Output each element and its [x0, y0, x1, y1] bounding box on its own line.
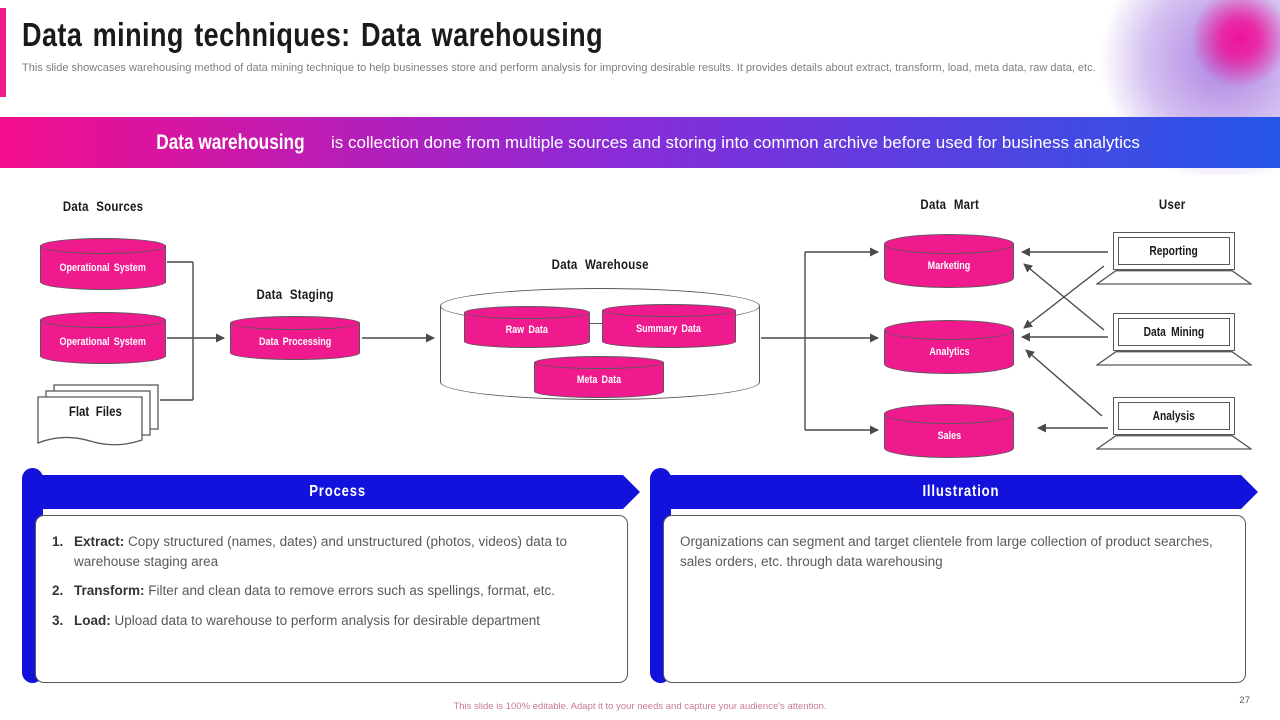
- connector-analysis-analytics: [1025, 349, 1103, 417]
- illustration-text: Organizations can segment and target cli…: [680, 534, 1213, 569]
- heading-data-warehouse: Data Warehouse: [551, 256, 649, 272]
- page-subtitle: This slide showcases warehousing method …: [22, 62, 1096, 74]
- item-lead: Extract:: [74, 534, 125, 549]
- title-accent-bar: [0, 8, 6, 97]
- illustration-header: Illustration: [663, 475, 1258, 509]
- page-title: Data mining techniques: Data warehousing: [22, 16, 604, 53]
- cylinder-data-processing: Data Processing: [230, 316, 360, 360]
- item-text: Filter and clean data to remove errors s…: [148, 583, 555, 599]
- laptop-screen: Data Mining: [1113, 313, 1235, 351]
- cylinder-summary-data: Summary Data: [602, 304, 736, 348]
- footer-note: This slide is 100% editable. Adapt it to…: [453, 701, 827, 712]
- item-lead: Transform:: [74, 583, 145, 599]
- cylinder-raw-data: Raw Data: [464, 306, 590, 348]
- laptop-base: [1096, 270, 1252, 285]
- item-text: Copy structured (names, dates) and unstr…: [74, 534, 568, 569]
- flat-files-label: Flat Files: [68, 403, 122, 419]
- process-item-2: 2. Transform: Filter and clean data to r…: [52, 581, 613, 601]
- heading-data-sources: Data Sources: [62, 198, 144, 214]
- laptop-reporting: Reporting: [1096, 232, 1252, 285]
- cylinder-meta-data: Meta Data: [534, 356, 664, 398]
- heading-data-staging: Data Staging: [256, 286, 334, 302]
- banner-keyword: Data warehousing: [156, 130, 305, 154]
- connector-datamining-marketing: [1023, 263, 1105, 331]
- process-body: 1. Extract: Copy structured (names, date…: [35, 515, 628, 683]
- cylinder-marketing: Marketing: [884, 234, 1014, 288]
- item-lead: Load:: [74, 612, 111, 628]
- cylinder-analytics: Analytics: [884, 320, 1014, 374]
- illustration-panel: Illustration Organizations can segment a…: [650, 465, 1258, 683]
- cylinder-operational-system-2: Operational System: [40, 312, 166, 364]
- process-panel: Process 1. Extract: Copy structured (nam…: [22, 465, 640, 683]
- definition-banner: Data warehousing is collection done from…: [0, 117, 1280, 168]
- banner-definition-text: is collection done from multiple sources…: [331, 132, 1140, 152]
- laptop-data-mining-label: Data Mining: [1118, 318, 1230, 346]
- laptop-reporting-label: Reporting: [1118, 237, 1230, 265]
- laptop-analysis: Analysis: [1096, 397, 1252, 450]
- item-text: Upload data to warehouse to perform anal…: [114, 612, 541, 628]
- laptop-screen: Analysis: [1113, 397, 1235, 435]
- laptop-screen: Reporting: [1113, 232, 1235, 270]
- heading-data-mart: Data Mart: [920, 196, 980, 212]
- page-number: 27: [1239, 695, 1250, 706]
- illustration-body: Organizations can segment and target cli…: [663, 515, 1246, 683]
- heading-user: User: [1159, 196, 1186, 212]
- item-number: 1.: [52, 534, 64, 549]
- cylinder-sales: Sales: [884, 404, 1014, 458]
- laptop-base: [1096, 351, 1252, 366]
- process-item-3: 3. Load: Upload data to warehouse to per…: [52, 611, 613, 631]
- cylinder-operational-system-1: Operational System: [40, 238, 166, 290]
- process-header: Process: [35, 475, 640, 509]
- flat-files-pages: [37, 384, 159, 446]
- laptop-base: [1096, 435, 1252, 450]
- flat-files-shape: Flat Files: [36, 384, 166, 450]
- item-number: 2.: [52, 583, 64, 599]
- process-item-1: 1. Extract: Copy structured (names, date…: [52, 532, 613, 571]
- connector-reporting-analytics: [1023, 265, 1105, 329]
- item-number: 3.: [52, 612, 64, 628]
- laptop-data-mining: Data Mining: [1096, 313, 1252, 366]
- laptop-analysis-label: Analysis: [1118, 402, 1230, 430]
